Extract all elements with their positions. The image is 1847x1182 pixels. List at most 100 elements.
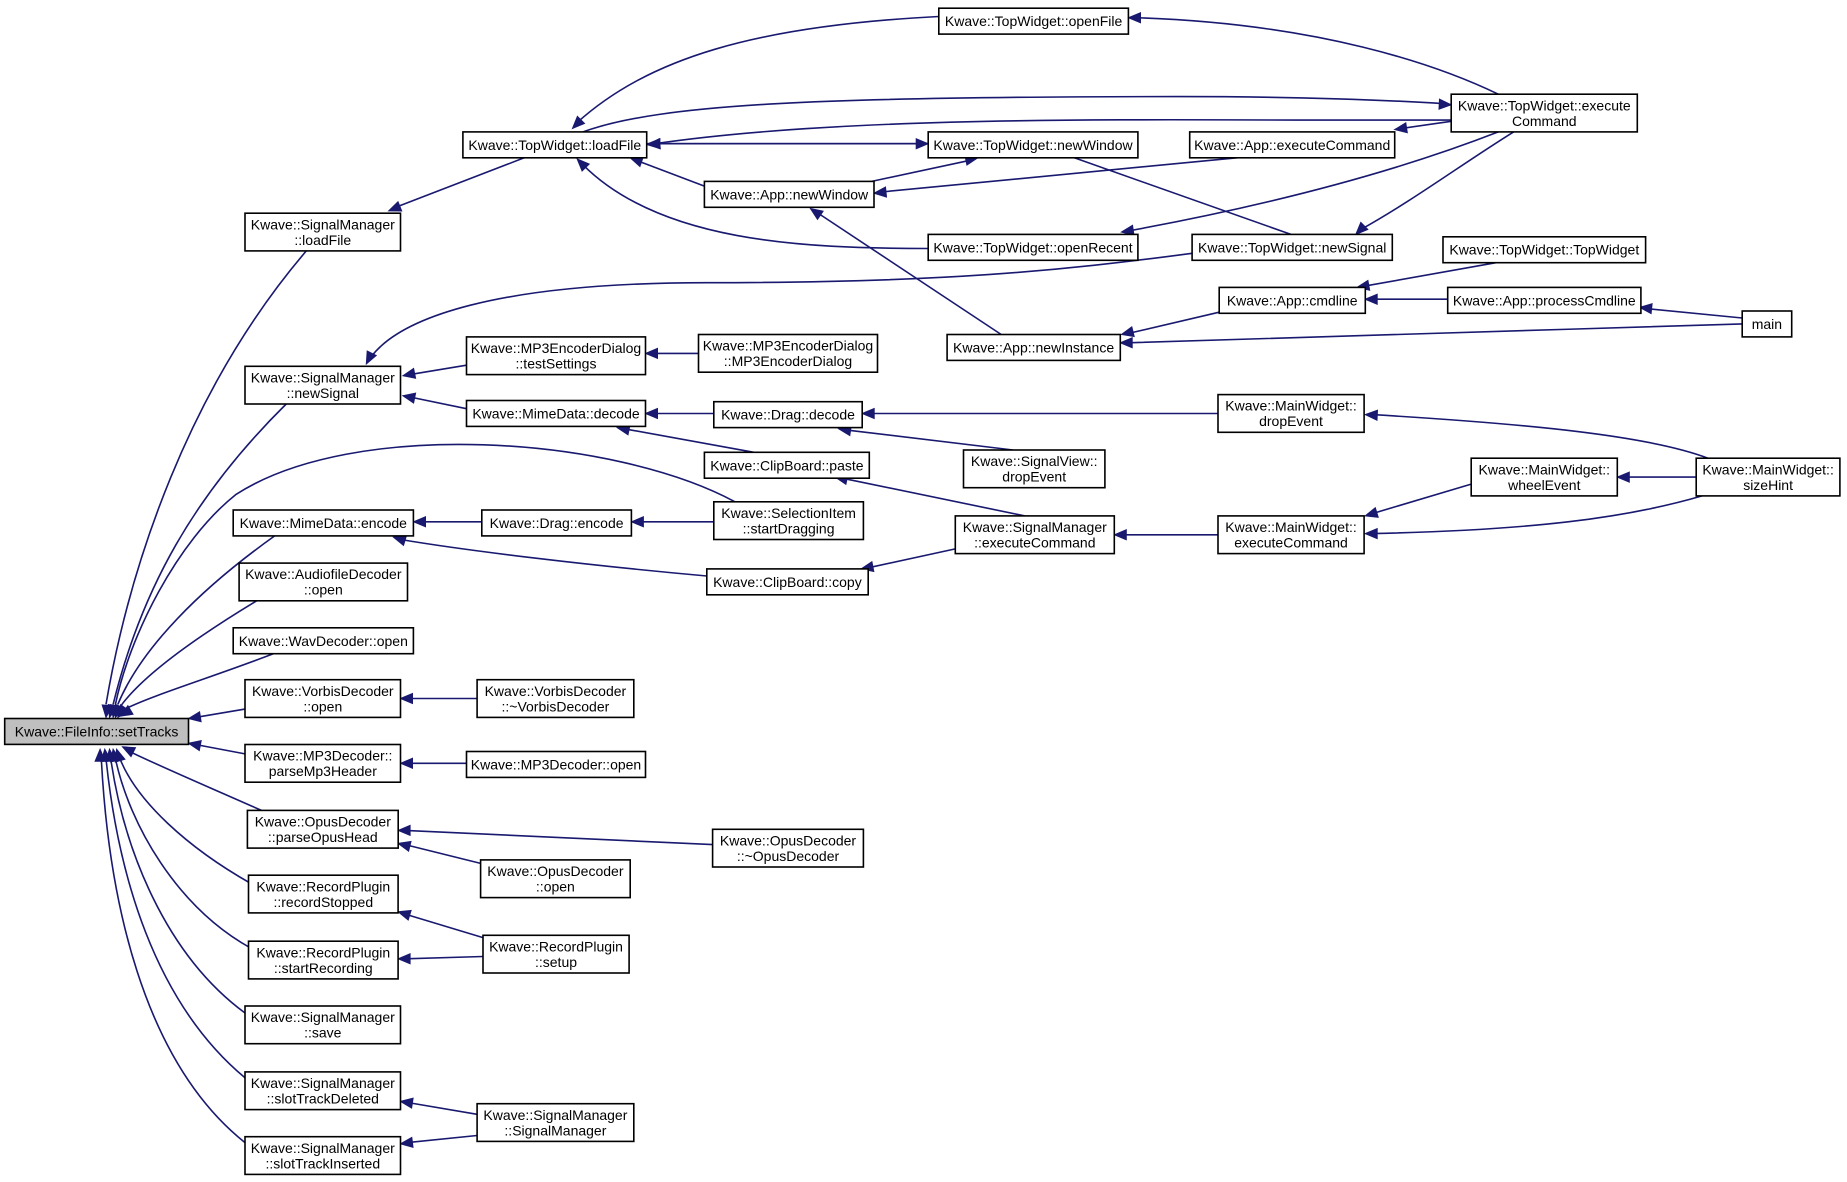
arrowhead-appNewWindow	[809, 207, 824, 221]
node-smExecCmd[interactable]: Kwave::SignalManager::executeCommand	[954, 515, 1116, 555]
node-afdOpen[interactable]: Kwave::AudiofileDecoder::open	[238, 562, 409, 602]
node-label: Kwave::MP3EncoderDialog	[703, 338, 873, 354]
node-smTrackDel[interactable]: Kwave::SignalManager::slotTrackDeleted	[244, 1071, 402, 1111]
node-label: Kwave::SelectionItem	[721, 505, 856, 521]
node-label: Kwave::TopWidget::newSignal	[1198, 239, 1386, 255]
edge-mp3Parse-to-setTracks	[195, 743, 246, 755]
node-mimeDecode[interactable]: Kwave::MimeData::decode	[465, 399, 647, 428]
node-main[interactable]: main	[1741, 310, 1793, 338]
node-smCtor[interactable]: Kwave::SignalManager::SignalManager	[476, 1102, 635, 1143]
edge-recStart-to-setTracks	[114, 758, 252, 949]
node-box	[1217, 393, 1365, 434]
arrowhead-dragDecode	[860, 407, 875, 420]
node-smNewSignal[interactable]: Kwave::SignalManager::newSignal	[244, 365, 402, 405]
arrowhead-appProcCmd	[1638, 303, 1653, 315]
edge-opusParse-to-setTracks	[126, 749, 262, 812]
node-mwSizeHint[interactable]: Kwave::MainWidget::sizeHint	[1695, 457, 1841, 497]
node-wavOpen[interactable]: Kwave::WavDecoder::open	[232, 626, 415, 655]
node-box	[703, 180, 875, 209]
node-label: Kwave::App::newWindow	[710, 186, 869, 202]
arrowhead-smLoadFile	[387, 200, 403, 212]
node-setTracks[interactable]: Kwave::FileInfo::setTracks	[3, 717, 190, 746]
node-appProcCmd[interactable]: Kwave::App::processCmdline	[1446, 286, 1642, 315]
node-dragDecode[interactable]: Kwave::Drag::decode	[712, 400, 863, 429]
node-box	[1450, 93, 1639, 133]
node-cbCopy[interactable]: Kwave::ClipBoard::copy	[705, 568, 869, 596]
node-recSetup[interactable]: Kwave::RecordPlugin::setup	[482, 934, 630, 974]
node-smTrackIns[interactable]: Kwave::SignalManager::slotTrackInserted	[244, 1135, 402, 1176]
node-twLoadFile[interactable]: Kwave::TopWidget::loadFile	[462, 131, 648, 159]
node-mwDropEvent[interactable]: Kwave::MainWidget::dropEvent	[1217, 393, 1365, 434]
node-label: dropEvent	[1002, 469, 1066, 485]
edge-appNewWindow-to-twNewWindow	[871, 159, 971, 183]
node-twNewWindow[interactable]: Kwave::TopWidget::newWindow	[927, 131, 1139, 159]
node-vorbisCtor[interactable]: Kwave::VorbisDecoder::~VorbisDecoder	[476, 678, 635, 719]
node-label: ::startRecording	[274, 960, 373, 976]
node-recStart[interactable]: Kwave::RecordPlugin::startRecording	[247, 940, 399, 980]
node-opusOpen[interactable]: Kwave::OpusDecoder::open	[479, 859, 632, 899]
node-opusDtor[interactable]: Kwave::OpusDecoder::~OpusDecoder	[711, 828, 865, 868]
node-smLoadFile[interactable]: Kwave::SignalManager::loadFile	[244, 212, 402, 252]
node-appNewInst[interactable]: Kwave::App::newInstance	[946, 333, 1122, 362]
node-twOpenFile[interactable]: Kwave::TopWidget::openFile	[937, 7, 1130, 35]
edge-mp3EncTest-to-smNewSignal	[409, 364, 467, 376]
node-mimeEncode[interactable]: Kwave::MimeData::encode	[232, 509, 415, 537]
arrowhead-setTracks	[187, 710, 202, 723]
node-opusParse[interactable]: Kwave::OpusDecoder::parseOpusHead	[246, 809, 399, 849]
node-cbPaste[interactable]: Kwave::ClipBoard::paste	[703, 451, 871, 479]
node-mwExecCmd[interactable]: Kwave::MainWidget::executeCommand	[1217, 515, 1365, 555]
node-twExecCmd[interactable]: Kwave::TopWidget::executeCommand	[1450, 93, 1639, 133]
node-label: Kwave::Drag::encode	[490, 515, 624, 531]
node-box	[1470, 457, 1619, 497]
edge-twCtor-to-appCmdline	[1363, 261, 1497, 287]
node-label: Kwave::WavDecoder::open	[239, 633, 408, 649]
node-twOpenRecent[interactable]: Kwave::TopWidget::openRecent	[927, 233, 1139, 262]
node-mp3EncCtor[interactable]: Kwave::MP3EncoderDialog::MP3EncoderDialo…	[697, 333, 879, 374]
node-box	[476, 1102, 635, 1143]
arrowhead-twLoadFile	[576, 158, 591, 172]
node-smSave[interactable]: Kwave::SignalManager::save	[244, 1005, 402, 1045]
edge-twNewSignal-to-smNewSignal	[370, 252, 1193, 358]
arrowhead-mwExecCmd	[1363, 506, 1379, 518]
node-mp3Open[interactable]: Kwave::MP3Decoder::open	[465, 750, 647, 779]
node-label: ::newSignal	[287, 385, 359, 401]
node-box	[246, 809, 399, 849]
edge-mwSizeHint-to-mwDropEvent	[1372, 413, 1709, 459]
node-label: Kwave::SignalManager	[251, 216, 395, 232]
edge-svDropEvent-to-dragDecode	[845, 429, 1014, 451]
node-vorbisOpen[interactable]: Kwave::VorbisDecoder::open	[244, 678, 402, 719]
node-mp3EncTest[interactable]: Kwave::MP3EncoderDialog::testSettings	[465, 336, 647, 376]
node-box	[232, 509, 415, 537]
node-label: ::setup	[535, 954, 577, 970]
node-label: Kwave::TopWidget::openRecent	[933, 239, 1132, 255]
node-label: Kwave::MainWidget::	[1702, 461, 1834, 477]
edge-mimeDecode-to-smNewSignal	[409, 396, 467, 410]
node-box	[462, 131, 648, 159]
arrowhead-smTrackDel	[399, 1097, 414, 1109]
node-label: Kwave::MimeData::encode	[240, 515, 408, 531]
node-mp3Parse[interactable]: Kwave::MP3Decoder::parseMp3Header	[244, 743, 402, 784]
node-selStartDrag[interactable]: Kwave::SelectionItem::startDragging	[712, 500, 865, 541]
edge-twExecCmd-to-twNewSignal	[1360, 131, 1515, 231]
edge-mimeEncode-to-setTracks	[117, 535, 275, 705]
node-dragEncode[interactable]: Kwave::Drag::encode	[480, 509, 633, 537]
node-label: Kwave::App::executeCommand	[1194, 137, 1390, 153]
node-recStopped[interactable]: Kwave::RecordPlugin::recordStopped	[247, 874, 399, 914]
node-box	[927, 233, 1139, 262]
edge-recSetup-to-recStopped	[404, 913, 484, 939]
edge-mwSizeHint-to-mwExecCmd	[1372, 495, 1703, 535]
node-appExecCmd[interactable]: Kwave::App::executeCommand	[1188, 131, 1396, 159]
edge-afdOpen-to-setTracks	[119, 600, 258, 708]
node-svDropEvent[interactable]: Kwave::SignalView::dropEvent	[962, 449, 1106, 489]
node-label: ::slotTrackInserted	[265, 1155, 380, 1171]
node-twCtor[interactable]: Kwave::TopWidget::TopWidget	[1442, 236, 1647, 264]
node-label: ::recordStopped	[273, 894, 373, 910]
node-box	[703, 451, 871, 479]
node-label: ::loadFile	[294, 232, 351, 248]
node-appCmdline[interactable]: Kwave::App::cmdline	[1218, 286, 1367, 315]
node-mwWheel[interactable]: Kwave::MainWidget::wheelEvent	[1470, 457, 1619, 497]
node-twNewSignal[interactable]: Kwave::TopWidget::newSignal	[1191, 233, 1394, 262]
node-appNewWindow[interactable]: Kwave::App::newWindow	[703, 180, 875, 209]
node-box	[244, 212, 402, 252]
